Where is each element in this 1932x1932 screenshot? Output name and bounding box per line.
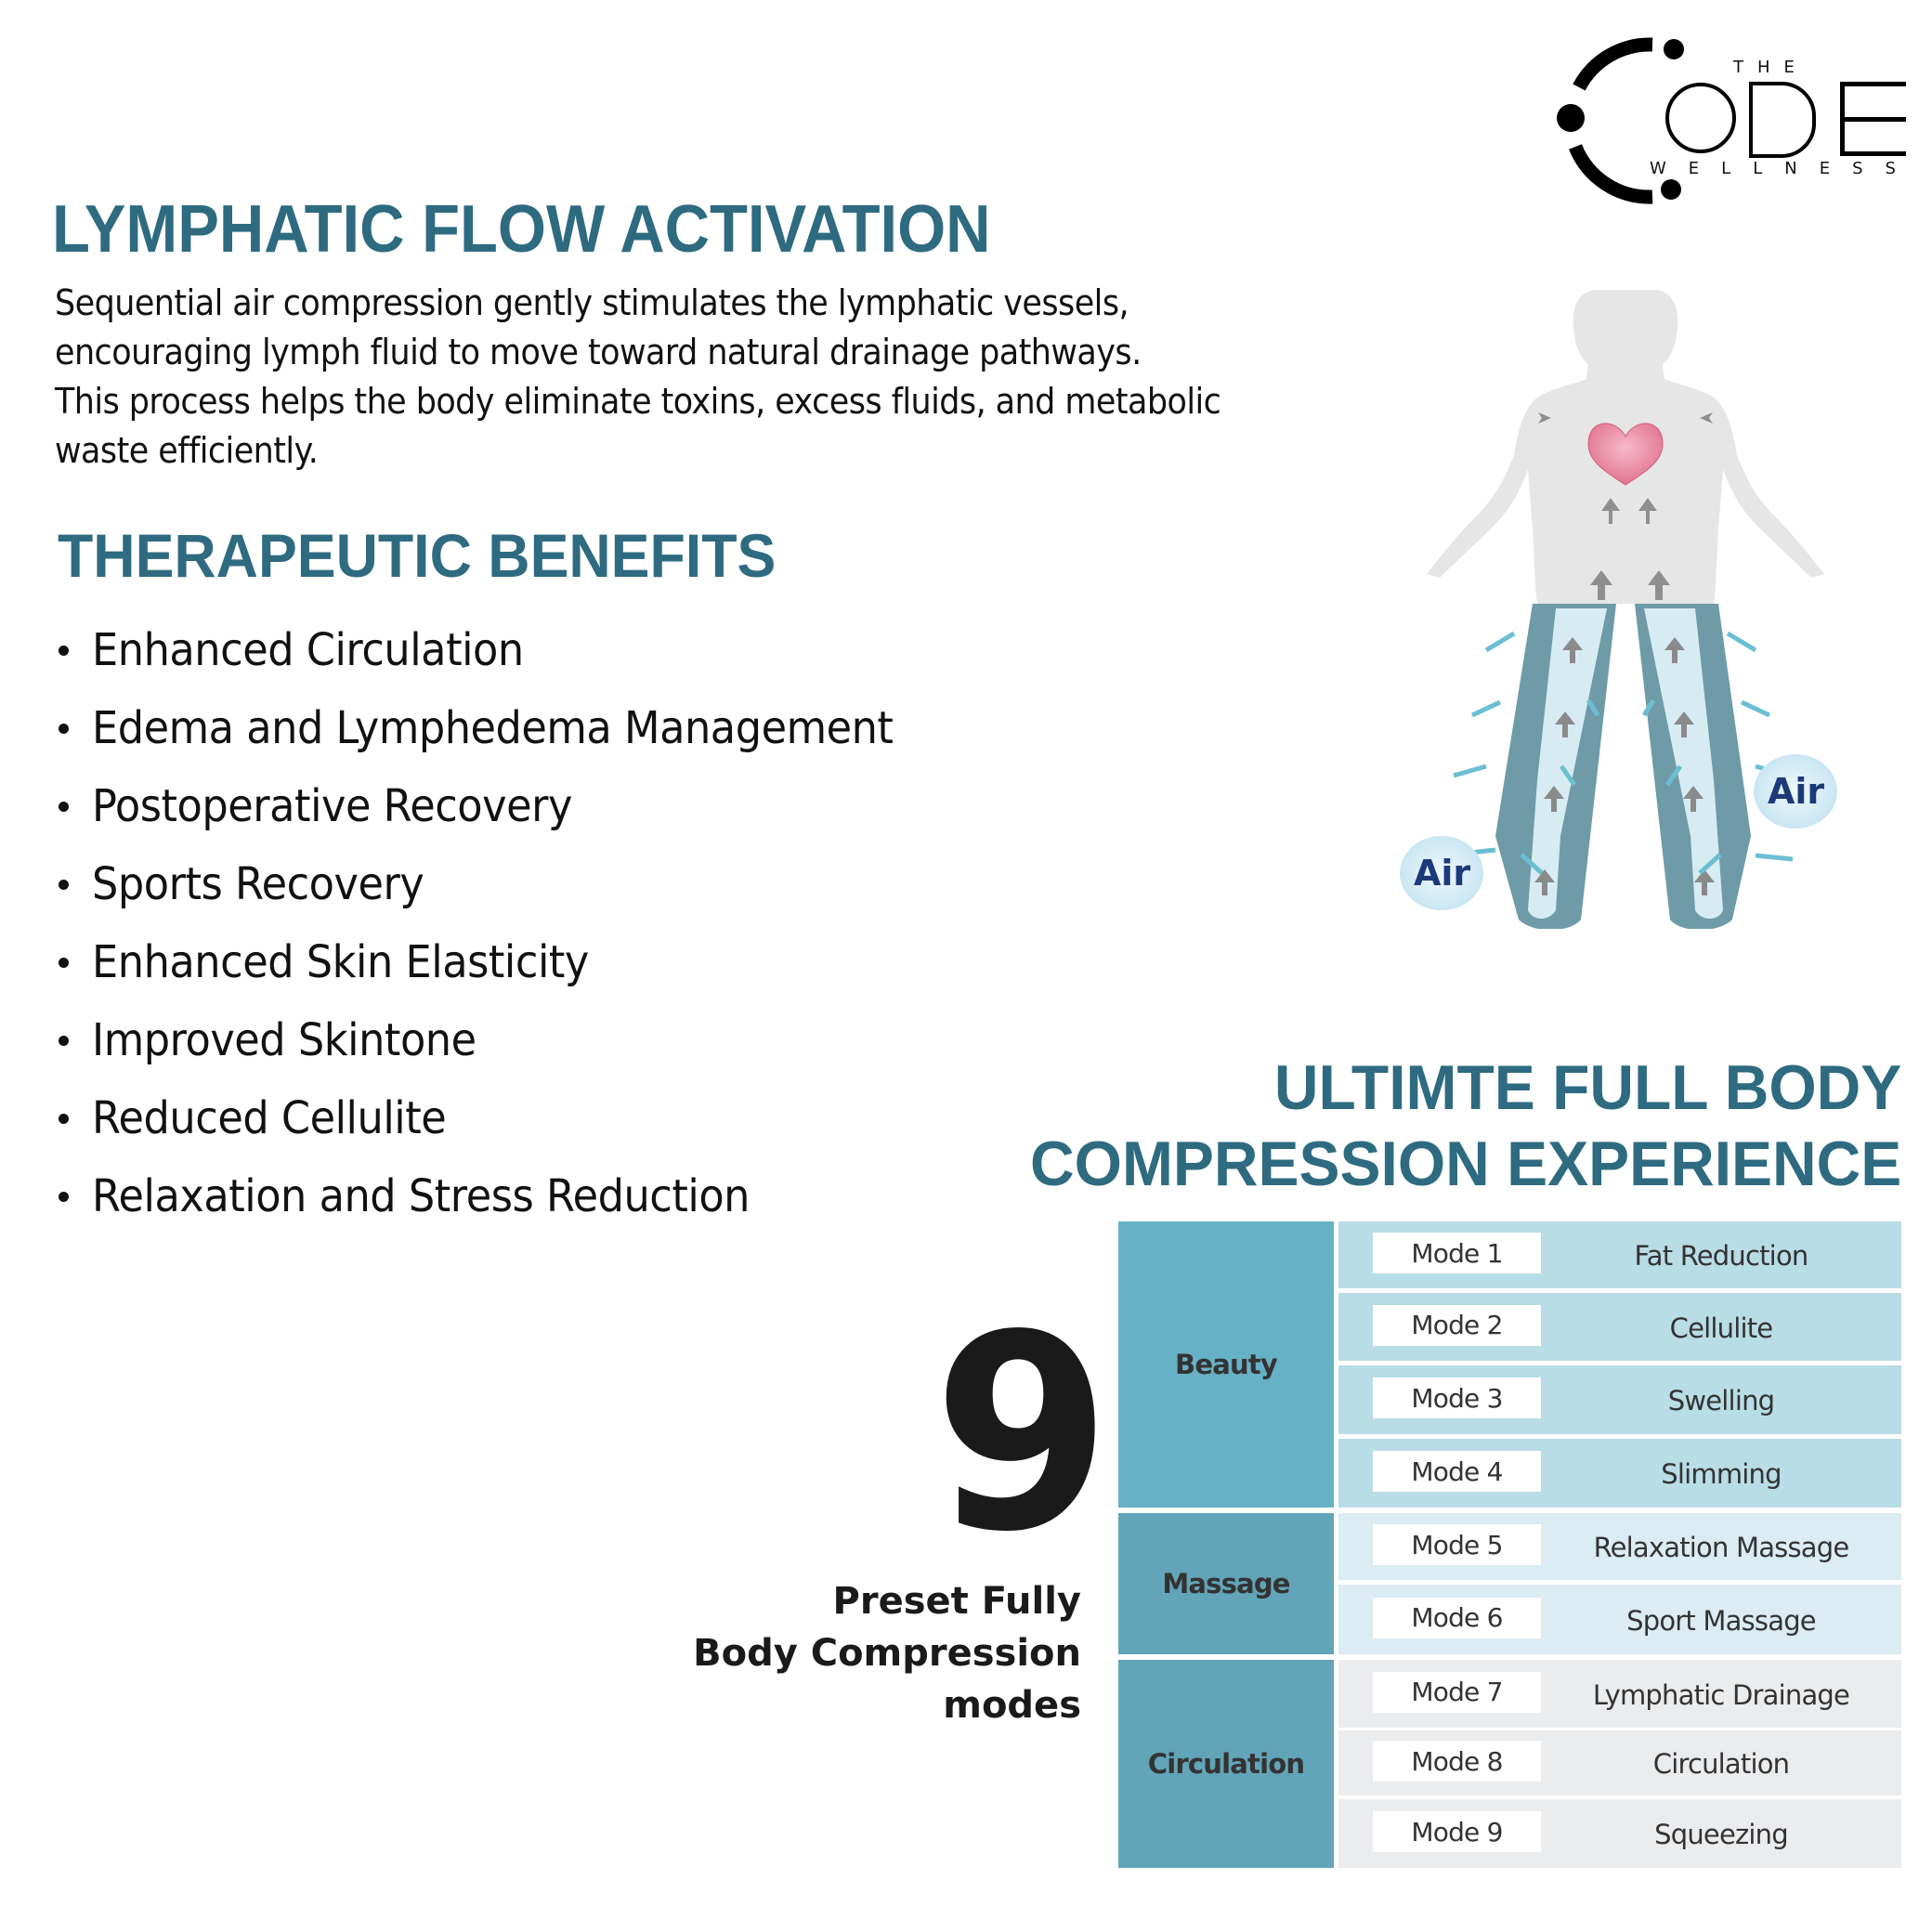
bullet-icon xyxy=(59,801,69,812)
modes-count-caption: Preset Fully Body Compression modes xyxy=(693,1575,1081,1731)
description-line: This process helps the body eliminate to… xyxy=(55,381,1221,422)
benefit-label: Enhanced Skin Elasticity xyxy=(92,936,589,988)
logo-mark-icon xyxy=(1557,37,1906,204)
mode-row: Mode 7 Lymphatic Drainage xyxy=(1338,1660,1901,1728)
modes-count: 9 xyxy=(933,1278,1112,1591)
mode-badge: Mode 8 xyxy=(1373,1741,1541,1782)
benefit-item: Reduced Cellulite xyxy=(54,1079,953,1157)
mode-name: Squeezing xyxy=(1654,1819,1789,1850)
benefit-item: Relaxation and Stress Reduction xyxy=(54,1157,953,1235)
category-massage: Massage xyxy=(1118,1513,1334,1654)
benefit-label: Reduced Cellulite xyxy=(92,1092,447,1144)
bullet-icon xyxy=(59,645,69,656)
bullet-icon xyxy=(59,723,69,734)
compression-body-diagram: Air Air xyxy=(1365,279,1867,931)
lymphatic-description: Sequential air compression gently stimul… xyxy=(55,279,1355,476)
mode-badge: Mode 4 xyxy=(1373,1451,1541,1492)
mode-name: Sport Massage xyxy=(1626,1604,1817,1637)
mode-row: Mode 4 Slimming xyxy=(1338,1439,1901,1508)
mode-row: Mode 9 Squeezing xyxy=(1338,1799,1901,1868)
mode-badge: Mode 1 xyxy=(1373,1233,1541,1273)
modes-table: Beauty Massage Circulation Mode 1 Fat Re… xyxy=(1118,1221,1901,1868)
section-title-benefits: THERAPEUTIC BENEFITS xyxy=(58,521,777,590)
mode-name: Lymphatic Drainage xyxy=(1592,1678,1850,1711)
benefits-list: Enhanced Circulation Edema and Lymphedem… xyxy=(54,611,953,1235)
mode-badge: Mode 9 xyxy=(1373,1811,1541,1852)
caption-line: Body Compression xyxy=(693,1632,1081,1675)
logo-text-bottom: WELLNESS xyxy=(1650,159,1918,178)
description-line: encouraging lymph fluid to move toward n… xyxy=(55,332,1142,372)
description-line: waste efficiently. xyxy=(55,430,319,471)
benefit-item: Enhanced Skin Elasticity xyxy=(54,923,953,1001)
bullet-icon xyxy=(59,879,69,890)
benefit-item: Improved Skintone xyxy=(54,1001,953,1079)
air-label-right: Air xyxy=(1768,771,1825,812)
mode-row: Mode 3 Swelling xyxy=(1338,1365,1901,1434)
brand-logo: THE WELLNESS xyxy=(1557,28,1910,214)
air-label-left: Air xyxy=(1414,853,1471,894)
mode-row: Mode 8 Circulation xyxy=(1338,1730,1901,1795)
benefit-label: Improved Skintone xyxy=(92,1014,476,1066)
description-line: Sequential air compression gently stimul… xyxy=(55,282,1129,323)
logo-text-top: THE xyxy=(1733,58,1808,77)
mode-name: Relaxation Massage xyxy=(1593,1532,1850,1563)
mode-name: Cellulite xyxy=(1669,1312,1774,1344)
mode-row: Mode 5 Relaxation Massage xyxy=(1338,1513,1901,1580)
benefit-item: Enhanced Circulation xyxy=(54,611,953,689)
bullet-icon xyxy=(59,1191,69,1202)
category-beauty: Beauty xyxy=(1118,1221,1334,1508)
mode-name: Fat Reduction xyxy=(1634,1240,1809,1272)
mode-row: Mode 6 Sport Massage xyxy=(1338,1585,1901,1654)
heart-icon xyxy=(1587,423,1664,486)
mode-badge: Mode 5 xyxy=(1373,1524,1541,1565)
benefit-label: Sports Recovery xyxy=(92,858,424,910)
benefit-item: Sports Recovery xyxy=(54,845,953,923)
benefit-label: Postoperative Recovery xyxy=(92,780,572,832)
caption-line: modes xyxy=(943,1684,1081,1727)
category-label: Massage xyxy=(1162,1568,1290,1599)
bullet-icon xyxy=(59,1113,69,1124)
benefit-item: Edema and Lymphedema Management xyxy=(54,689,953,767)
mode-row: Mode 2 Cellulite xyxy=(1338,1293,1901,1361)
mode-row: Mode 1 Fat Reduction xyxy=(1338,1221,1901,1288)
mode-name: Swelling xyxy=(1667,1385,1775,1416)
section-title-compression: ULTIMTE FULL BODY COMPRESSION EXPERIENCE xyxy=(1003,1050,1901,1202)
category-circulation: Circulation xyxy=(1118,1660,1334,1868)
benefit-label: Enhanced Circulation xyxy=(92,624,524,676)
bullet-icon xyxy=(59,1035,69,1046)
headline-line: ULTIMTE FULL BODY xyxy=(1273,1052,1901,1123)
headline-line: COMPRESSION EXPERIENCE xyxy=(1029,1129,1901,1199)
bullet-icon xyxy=(59,957,69,968)
mode-badge: Mode 7 xyxy=(1373,1671,1541,1713)
benefit-item: Postoperative Recovery xyxy=(54,767,953,845)
category-label: Beauty xyxy=(1175,1349,1278,1380)
air-bubble-left-icon xyxy=(1400,836,1483,910)
mode-name: Circulation xyxy=(1652,1748,1790,1780)
category-label: Circulation xyxy=(1147,1748,1305,1780)
air-bubble-right-icon xyxy=(1754,754,1837,829)
mode-badge: Mode 3 xyxy=(1373,1377,1541,1418)
mode-badge: Mode 2 xyxy=(1373,1304,1541,1346)
benefit-label: Edema and Lymphedema Management xyxy=(92,702,894,754)
mode-name: Slimming xyxy=(1661,1458,1782,1490)
benefit-label: Relaxation and Stress Reduction xyxy=(92,1170,751,1222)
caption-line: Preset Fully xyxy=(832,1580,1081,1623)
section-title-lymphatic: LYMPHATIC FLOW ACTIVATION xyxy=(52,192,991,267)
body-silhouette-icon xyxy=(1400,290,1837,931)
mode-badge: Mode 6 xyxy=(1373,1597,1541,1638)
